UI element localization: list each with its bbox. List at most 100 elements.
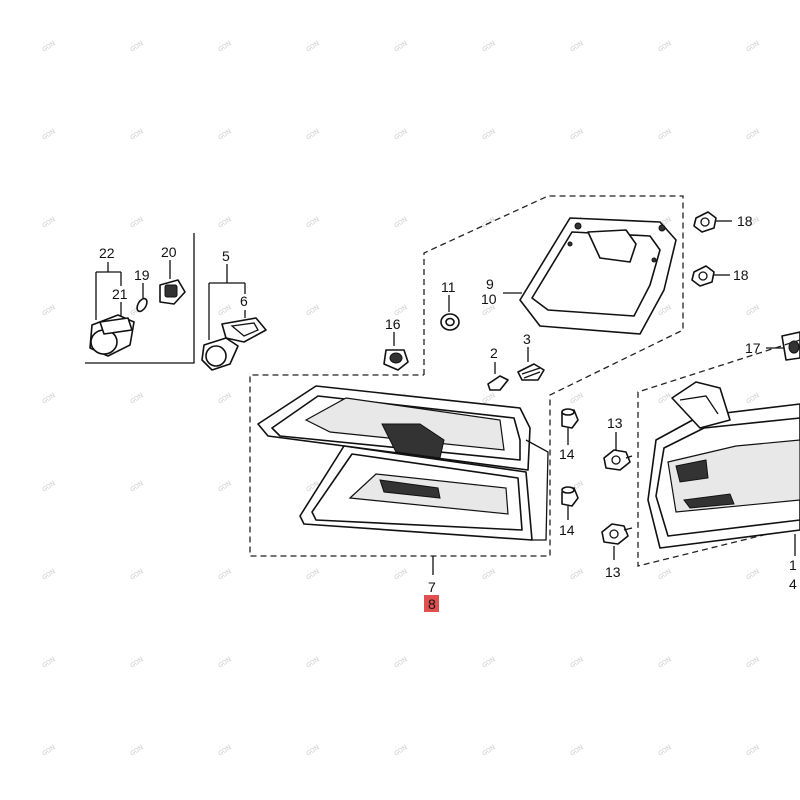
- watermark-text: GON: [393, 568, 408, 582]
- callout-18-lower: 18: [733, 267, 749, 283]
- watermark-text: GON: [481, 656, 496, 670]
- tail-light-outer-part-1-4[interactable]: [647, 381, 800, 549]
- screw-part-18-lower[interactable]: [691, 265, 715, 287]
- watermark-text: GON: [129, 128, 144, 142]
- clip-part-3[interactable]: [517, 363, 545, 381]
- callout-22: 22: [99, 245, 115, 261]
- watermark-text: GON: [305, 40, 320, 54]
- watermark-text: GON: [129, 480, 144, 494]
- watermark-text: GON: [393, 40, 408, 54]
- watermark-text: GON: [41, 216, 56, 230]
- watermark-text: GON: [41, 40, 56, 54]
- watermark-text: GON: [569, 744, 584, 758]
- washer-part-11[interactable]: [440, 313, 460, 331]
- screw-part-18-upper[interactable]: [693, 211, 717, 233]
- watermark-text: GON: [129, 40, 144, 54]
- callout-1: 1: [789, 557, 797, 573]
- grommet-part-16[interactable]: [383, 349, 409, 371]
- watermark-text: GON: [305, 568, 320, 582]
- watermark-text: GON: [305, 656, 320, 670]
- subassembly-outline-upper: [249, 195, 684, 557]
- watermark-text: GON: [305, 216, 320, 230]
- watermark-text: GON: [657, 568, 672, 582]
- watermark-text: GON: [657, 304, 672, 318]
- watermark-text: GON: [41, 656, 56, 670]
- watermark-text: GON: [393, 216, 408, 230]
- watermark-text: GON: [393, 744, 408, 758]
- watermark-text: GON: [657, 392, 672, 406]
- callout-2: 2: [490, 345, 498, 361]
- callout-19: 19: [134, 267, 150, 283]
- callout-8: 8: [428, 596, 436, 612]
- socket-group-box: [85, 233, 195, 364]
- socket-part-5[interactable]: [201, 337, 239, 371]
- callout-21: 21: [112, 286, 128, 302]
- nut-part-13-upper[interactable]: [603, 449, 633, 471]
- watermark-text: GON: [129, 656, 144, 670]
- watermark-text: GON: [217, 40, 232, 54]
- watermark-text: GON: [569, 392, 584, 406]
- watermark-text: GON: [129, 568, 144, 582]
- watermark-text: GON: [745, 40, 760, 54]
- watermark-text: GON: [745, 656, 760, 670]
- watermark-text: GON: [217, 128, 232, 142]
- watermark-text: GON: [41, 392, 56, 406]
- bulb-part-2[interactable]: [487, 375, 509, 391]
- watermark-text: GON: [217, 480, 232, 494]
- watermark-text: GON: [41, 568, 56, 582]
- cap-part-17[interactable]: [781, 331, 800, 361]
- callout-9: 9: [486, 276, 494, 292]
- watermark-text: GON: [745, 744, 760, 758]
- callout-11: 11: [441, 279, 456, 295]
- callout-20: 20: [161, 244, 177, 260]
- gasket-part-6[interactable]: [221, 317, 267, 343]
- callout-8-highlighted[interactable]: 8: [424, 595, 439, 612]
- callout-10: 10: [481, 291, 497, 307]
- watermark-text: GON: [217, 216, 232, 230]
- callout-13-lower: 13: [605, 564, 621, 580]
- watermark-text: GON: [481, 568, 496, 582]
- watermark-text: GON: [569, 40, 584, 54]
- tail-light-assembly-7-8[interactable]: [257, 385, 549, 541]
- watermark-text: GON: [129, 744, 144, 758]
- watermark-text: GON: [305, 304, 320, 318]
- watermark-text: GON: [305, 744, 320, 758]
- watermark-text: GON: [129, 216, 144, 230]
- callout-4: 4: [789, 576, 797, 592]
- callout-3: 3: [523, 331, 531, 347]
- watermark-text: GON: [217, 392, 232, 406]
- gasket-part-9-10[interactable]: [519, 217, 677, 335]
- watermark-text: GON: [393, 128, 408, 142]
- watermark-text: GON: [569, 128, 584, 142]
- nut-part-13-lower[interactable]: [601, 523, 633, 545]
- watermark-text: GON: [393, 656, 408, 670]
- callout-7: 7: [428, 579, 436, 595]
- watermark-text: GON: [41, 128, 56, 142]
- watermark-text: GON: [657, 128, 672, 142]
- callout-16: 16: [385, 316, 401, 332]
- callout-6: 6: [240, 293, 248, 309]
- watermark-text: GON: [481, 40, 496, 54]
- callout-14-lower: 14: [559, 522, 575, 538]
- fastener-part-14-lower[interactable]: [561, 486, 579, 507]
- watermark-text: GON: [41, 480, 56, 494]
- socket-group-5-6: [201, 264, 267, 371]
- callout-18-upper: 18: [737, 213, 753, 229]
- bulb-part-19[interactable]: [135, 297, 149, 313]
- socket-part-20[interactable]: [159, 279, 186, 305]
- fastener-part-14-upper[interactable]: [561, 408, 579, 429]
- watermark-text: GON: [657, 656, 672, 670]
- callout-13-upper: 13: [607, 415, 623, 431]
- watermark-text: GON: [745, 392, 760, 406]
- callout-5: 5: [222, 248, 230, 264]
- callout-14-upper: 14: [559, 446, 575, 462]
- bulb-socket-part-22[interactable]: [89, 314, 135, 357]
- watermark-text: GON: [41, 304, 56, 318]
- watermark-text: GON: [569, 656, 584, 670]
- watermark-text: GON: [481, 744, 496, 758]
- watermark-text: GON: [217, 744, 232, 758]
- watermark-text: GON: [41, 744, 56, 758]
- watermark-text: GON: [217, 304, 232, 318]
- watermark-text: GON: [217, 656, 232, 670]
